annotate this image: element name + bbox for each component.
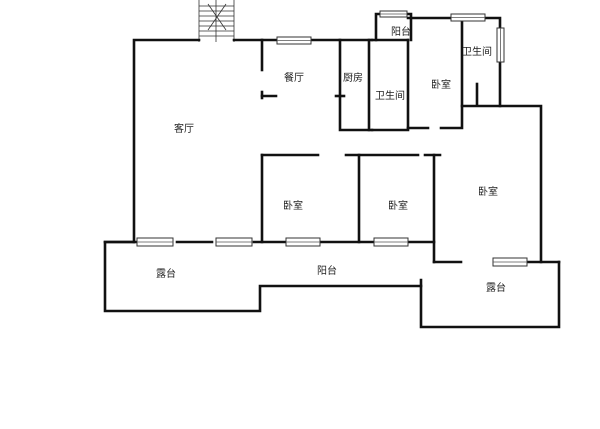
window-balcony-top — [379, 10, 408, 18]
room-labels: 客厅 餐厅 厨房 卫生间 卧室 卫生间 阳台 卧室 卧室 卧室 露台 阳台 露台 — [156, 25, 506, 294]
window-bedroom-mid-left — [285, 237, 321, 247]
label-bedroom-top: 卧室 — [431, 78, 451, 91]
label-balcony-top: 阳台 — [391, 25, 411, 38]
walls — [103, 12, 561, 329]
window-bath-right — [496, 27, 505, 63]
entrance-stair — [198, 0, 235, 42]
label-terrace-left: 露台 — [156, 267, 176, 280]
label-kitchen: 厨房 — [343, 71, 363, 84]
window-bedroom-top — [450, 13, 486, 22]
window-living-2 — [215, 237, 253, 247]
label-living: 客厅 — [174, 122, 194, 135]
label-bath-right: 卫生间 — [462, 45, 492, 58]
label-bedroom-mid-left: 卧室 — [283, 199, 303, 212]
window-entrance — [276, 36, 312, 45]
label-bedroom-master: 卧室 — [478, 185, 498, 198]
label-dining: 餐厅 — [284, 71, 304, 84]
window-living-1 — [136, 237, 174, 247]
label-balcony-bottom: 阳台 — [317, 264, 337, 277]
label-terrace-right: 露台 — [486, 281, 506, 294]
window-bedroom-mid-right — [373, 237, 409, 247]
label-bedroom-mid-right: 卧室 — [388, 199, 408, 212]
window-master — [492, 257, 528, 267]
label-bath-center: 卫生间 — [375, 89, 405, 102]
windows — [136, 10, 528, 267]
